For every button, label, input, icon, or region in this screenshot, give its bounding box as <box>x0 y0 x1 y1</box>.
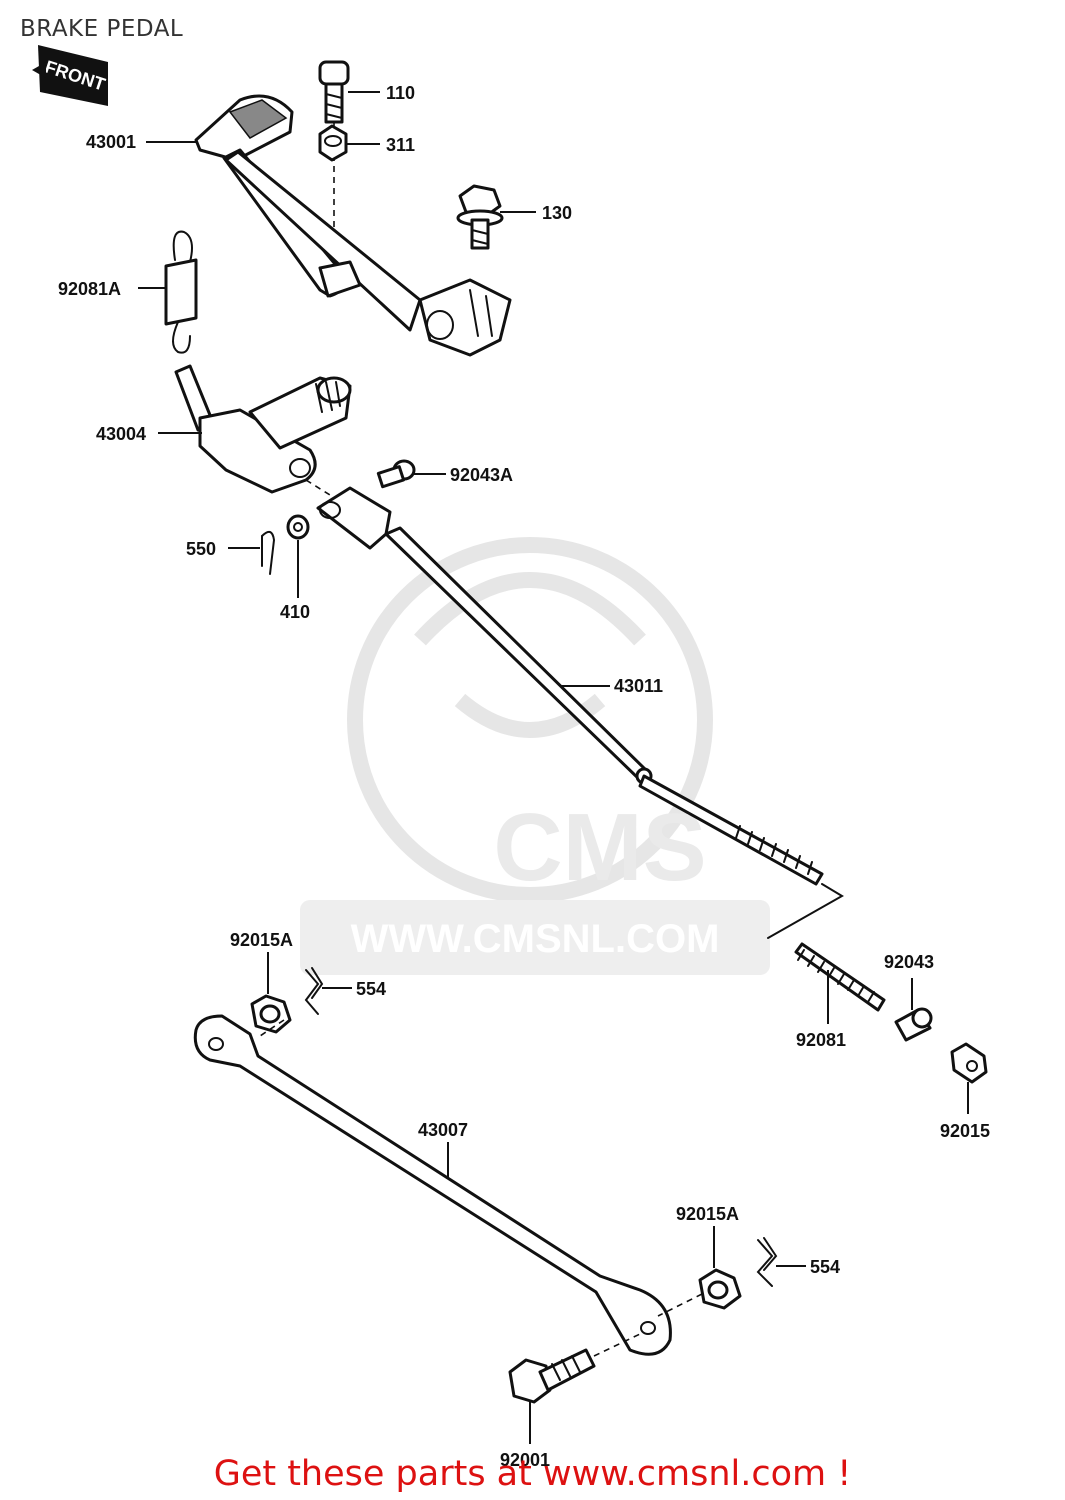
part-label-110: 110 <box>386 83 415 103</box>
adjuster-nut-92015 <box>950 1042 988 1084</box>
part-label-311: 311 <box>386 135 415 155</box>
bolt-110 <box>318 60 350 124</box>
trunnion-92043 <box>894 1007 933 1042</box>
brake-rod-43011 <box>305 479 824 886</box>
part-label-92015A-lower: 92015A <box>676 1204 739 1224</box>
nut-92015A-lower <box>698 1268 742 1310</box>
clip-554-upper <box>304 967 324 1015</box>
flange-bolt-130 <box>456 184 504 250</box>
watermark-logo: CMS WWW.CMSNL.COM <box>300 537 770 975</box>
part-label-92015: 92015 <box>940 1121 990 1141</box>
bolt-92001 <box>508 1333 641 1404</box>
nut-92015A-upper <box>250 994 292 1034</box>
brake-shaft-arm-43004 <box>174 364 352 494</box>
clip-554-lower <box>756 1237 778 1287</box>
cotter-pin-550 <box>261 530 276 575</box>
spring-92081 <box>794 942 886 1012</box>
part-label-43004: 43004 <box>96 424 146 444</box>
washer-410 <box>286 514 310 540</box>
part-label-92043A: 92043A <box>450 465 513 485</box>
part-label-92043: 92043 <box>884 952 934 972</box>
part-label-43001: 43001 <box>86 132 136 152</box>
part-label-130: 130 <box>542 203 572 223</box>
part-label-92081: 92081 <box>796 1030 846 1050</box>
part-label-43007: 43007 <box>418 1120 468 1140</box>
front-direction-marker: FRONT <box>32 45 108 106</box>
part-label-92001: 92001 <box>500 1450 550 1470</box>
part-label-554-upper: 554 <box>356 979 386 999</box>
part-label-550: 550 <box>186 539 216 559</box>
clevis-pin-92043A <box>376 459 416 489</box>
watermark-brand: CMS <box>493 794 706 901</box>
brake-pedal-43001 <box>194 94 512 357</box>
part-label-554-lower: 554 <box>810 1257 840 1277</box>
part-label-43011: 43011 <box>614 676 663 696</box>
brake-link-43007 <box>193 1014 703 1356</box>
assembly-break-line <box>767 883 844 939</box>
part-label-92081A: 92081A <box>58 279 121 299</box>
watermark-url: WWW.CMSNL.COM <box>351 917 720 961</box>
footer-link-text[interactable]: Get these parts at www.cmsnl.com ! <box>213 1454 852 1494</box>
diagram-title: BRAKE PEDAL <box>20 16 184 42</box>
spring-92081A <box>164 230 198 354</box>
part-label-410: 410 <box>280 602 310 622</box>
nut-311 <box>318 124 348 162</box>
part-label-92015A-upper: 92015A <box>230 930 293 950</box>
